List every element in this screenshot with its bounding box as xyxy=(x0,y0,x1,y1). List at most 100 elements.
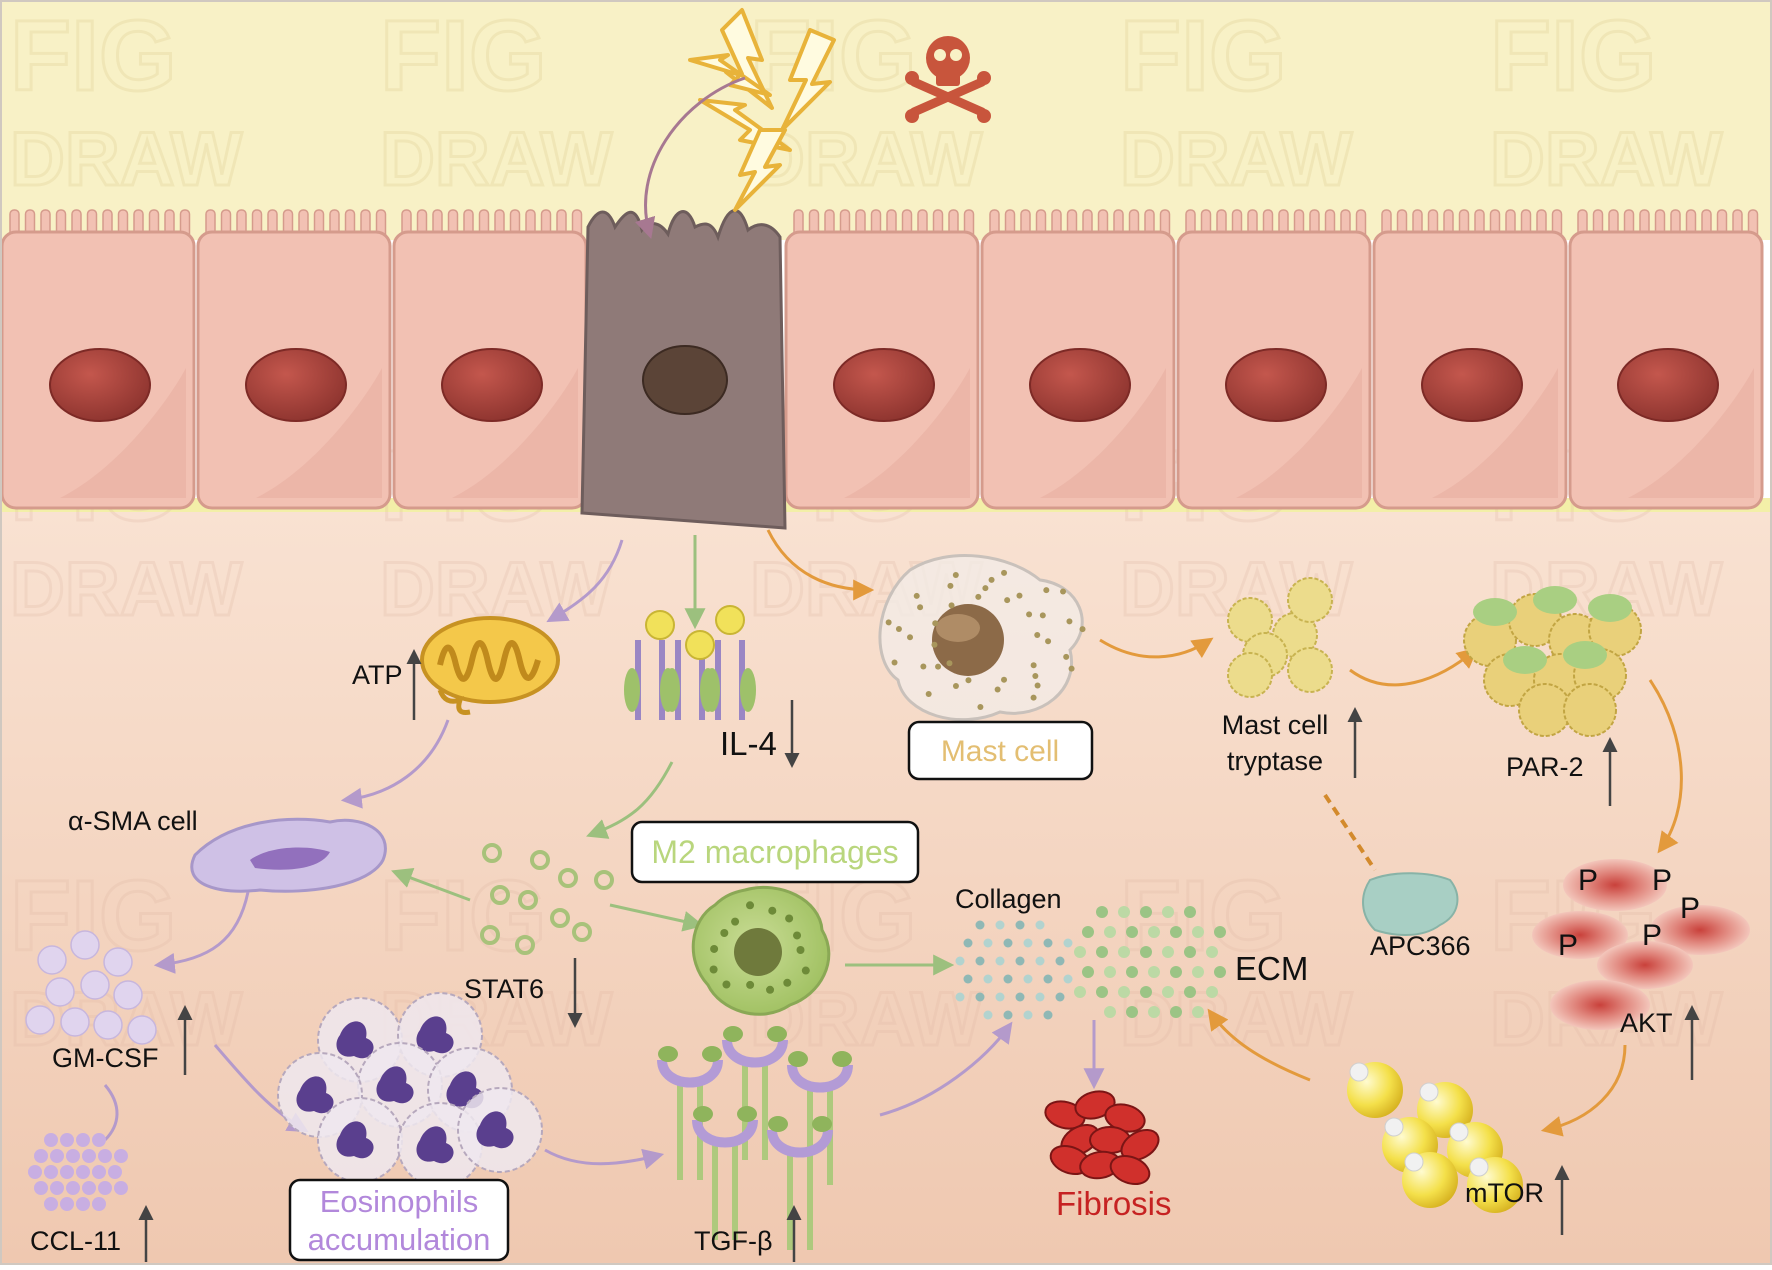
ecm-molecule xyxy=(1126,966,1138,978)
il4-ligand xyxy=(715,605,745,635)
watermark-text: FIG xyxy=(1120,0,1287,112)
collagen-molecule xyxy=(1023,938,1033,948)
watermark-text: DRAW xyxy=(1120,117,1352,202)
collagen-molecule xyxy=(975,956,985,966)
tryptase-label-line2: tryptase xyxy=(1227,746,1323,776)
collagen-molecule xyxy=(963,974,973,984)
cell-shading xyxy=(1432,368,1558,498)
cell-nucleus xyxy=(1421,348,1523,422)
par2-ligand xyxy=(1588,594,1632,622)
gmcsf-molecule xyxy=(70,930,100,960)
collagen-molecule xyxy=(1035,992,1045,1002)
eosinophil-nucleus xyxy=(336,1121,374,1159)
collagen-molecule xyxy=(1043,1010,1053,1020)
ccl11-molecule xyxy=(66,1181,80,1195)
akt-icon xyxy=(1532,859,1750,1030)
tryptase-label-line1: Mast cell xyxy=(1222,710,1329,740)
collagen-molecule xyxy=(1043,974,1053,984)
ecm-molecule xyxy=(1074,946,1086,958)
cell-shading xyxy=(1040,368,1166,498)
receptor-domain xyxy=(704,668,720,712)
collagen-molecule xyxy=(1023,1010,1033,1020)
collagen-molecule xyxy=(983,974,993,984)
ecm-molecule xyxy=(1170,926,1182,938)
granule xyxy=(920,663,927,670)
gmcsf-molecule xyxy=(60,1007,90,1037)
granule xyxy=(952,572,959,579)
ecm-molecule xyxy=(1118,906,1130,918)
arrow-par2-to-akt xyxy=(1648,679,1683,854)
watermark-text: FIG xyxy=(380,0,547,112)
granule xyxy=(722,980,731,989)
granule xyxy=(1030,662,1037,669)
tryptase-molecule xyxy=(1227,652,1273,698)
arrow-tryptase-to-par2 xyxy=(1349,647,1479,687)
il4-ligand xyxy=(645,610,675,640)
gmcsf-label: GM-CSF xyxy=(52,1043,158,1073)
fibrosis-icon xyxy=(1044,1090,1160,1186)
ecm-molecule xyxy=(1192,1006,1204,1018)
granule xyxy=(1034,632,1041,638)
ccl11-molecule xyxy=(114,1181,128,1195)
stat6-molecule xyxy=(530,850,550,870)
granule xyxy=(946,660,953,667)
collagen-molecule xyxy=(1015,992,1025,1002)
collagen-molecule xyxy=(1035,956,1045,966)
granule xyxy=(1063,653,1070,660)
gmcsf-molecule xyxy=(93,1010,123,1040)
ecm-molecule xyxy=(1118,986,1130,998)
stat6-molecule xyxy=(518,890,538,910)
granule xyxy=(965,677,972,684)
ecm-molecule xyxy=(1104,966,1116,978)
stat6-molecule xyxy=(480,925,500,945)
arrow-to-mitochondria xyxy=(546,539,624,623)
il4-receptor-icon xyxy=(624,605,756,720)
fibrosis-label: Fibrosis xyxy=(1056,1185,1172,1222)
granule xyxy=(746,980,755,989)
cell-nucleus xyxy=(1617,348,1719,422)
ccl11-molecule xyxy=(34,1149,48,1163)
eosinophil-nucleus xyxy=(476,1111,514,1149)
ecm-molecule xyxy=(1214,926,1226,938)
epithelial-layer xyxy=(0,209,1764,530)
m2-macrophages-label-box xyxy=(630,820,920,884)
receptor-domain xyxy=(624,668,640,712)
granule xyxy=(1034,682,1041,689)
watermark-text: FIG xyxy=(750,0,917,112)
watermark-text: FIG xyxy=(10,0,177,112)
cell-nucleus xyxy=(1029,348,1131,422)
granule xyxy=(947,582,954,589)
gmcsf-molecule xyxy=(127,1015,157,1045)
eosinophils-label-box xyxy=(288,1178,510,1262)
arrow-mito-to-asma xyxy=(340,719,450,809)
ecm-molecule xyxy=(1192,926,1204,938)
ecm-label: ECM xyxy=(1235,950,1308,987)
gmcsf-icon xyxy=(25,930,157,1045)
collagen-molecule xyxy=(1015,920,1025,930)
ccl11-molecule xyxy=(60,1197,74,1211)
ecm-molecule xyxy=(1162,946,1174,958)
granule xyxy=(709,965,718,974)
receptor-cap xyxy=(832,1051,852,1067)
ccl11-molecule xyxy=(76,1133,90,1147)
ecm-molecule xyxy=(1074,986,1086,998)
mast-cell-label-box xyxy=(907,720,1094,781)
receptor-domain xyxy=(787,1064,853,1093)
arrow-stat6-to-asma xyxy=(391,868,471,902)
ecm-molecule xyxy=(1082,966,1094,978)
mtor-label: mTOR xyxy=(1465,1178,1544,1208)
collagen-molecule xyxy=(1043,938,1053,948)
ecm-molecule xyxy=(1082,926,1094,938)
receptor-cap xyxy=(658,1046,678,1062)
granule xyxy=(1004,597,1011,604)
granule xyxy=(975,593,982,600)
collagen-molecule xyxy=(1063,938,1073,948)
gmcsf-molecule xyxy=(25,1005,55,1035)
ccl11-molecule xyxy=(92,1165,106,1179)
collagen-molecule xyxy=(1003,938,1013,948)
receptor-cap xyxy=(788,1051,808,1067)
alpha-sma-label: α-SMA cell xyxy=(68,806,198,836)
arrow-mast-to-tryptase xyxy=(1099,637,1214,659)
arrow-asma-to-gmcsf xyxy=(153,891,250,974)
watermark-text: DRAW xyxy=(750,117,982,202)
